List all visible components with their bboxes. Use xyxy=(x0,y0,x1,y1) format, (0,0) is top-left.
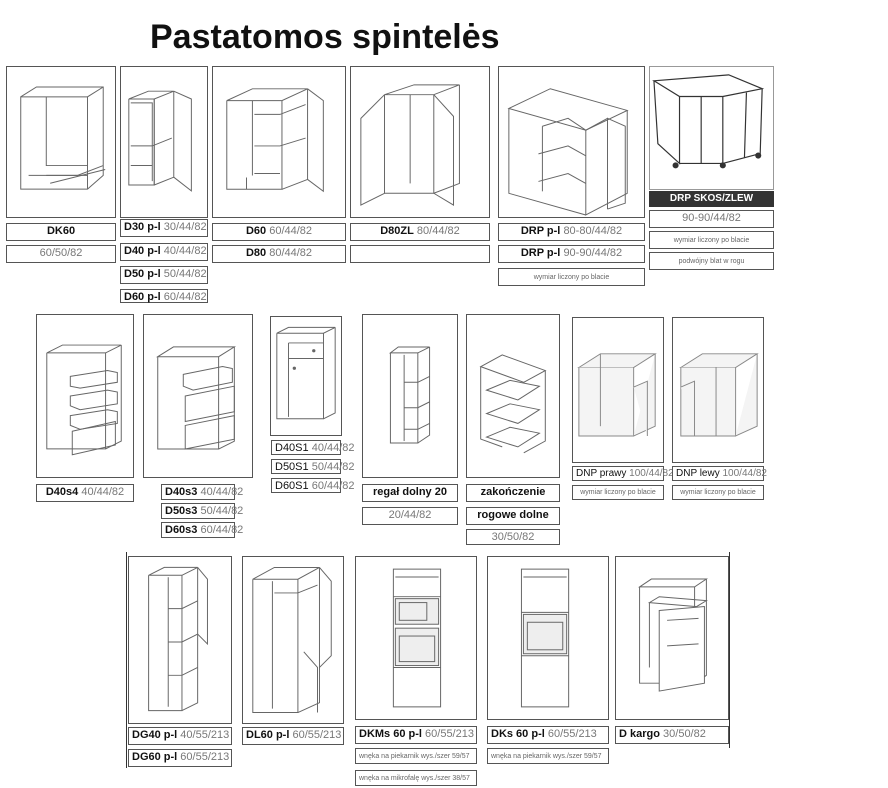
drp-skos-name: DRP SKOS/ZLEW xyxy=(649,191,774,207)
dkms60-name: DKMs 60 p-l 60/55/213 xyxy=(355,726,477,744)
dnp-lewy-note: wymiar liczony po blacie xyxy=(672,485,764,500)
d60-drawing xyxy=(212,66,346,218)
d80zl-empty xyxy=(350,245,490,263)
dks60-note-1: wnęka na piekarnik wys./szer 59/57 xyxy=(487,748,609,764)
dnp-lewy-drawing xyxy=(672,317,764,463)
d30-line-3: D50 p-l 50/44/82 xyxy=(120,266,208,284)
zakonczenie-name-2: rogowe dolne xyxy=(466,507,560,525)
dk60-drawing xyxy=(6,66,116,218)
dks60-name: DKs 60 p-l 60/55/213 xyxy=(487,726,609,744)
dnp-lewy-name: DNP lewy 100/44/82 xyxy=(672,466,767,481)
d80zl-name: D80ZL 80/44/82 xyxy=(350,223,490,241)
dl60-name: DL60 p-l 60/55/213 xyxy=(242,727,344,745)
d30-line-4: D60 p-l 60/44/82 xyxy=(120,289,208,303)
d40s3-line-2: D50s3 50/44/82 xyxy=(161,503,243,519)
dkms60-note-2: wnęka na mikrofalę wys./szer 38/57 xyxy=(355,770,477,786)
dk60-name: DK60 xyxy=(6,223,116,241)
d30-line-2: D40 p-l 40/44/82 xyxy=(120,243,208,261)
d30-drawing xyxy=(120,66,208,218)
dkargo-name: D kargo 30/50/82 xyxy=(615,726,729,744)
dnp-prawy-note: wymiar liczony po blacie xyxy=(572,485,664,500)
dkms60-note-1: wnęka na piekarnik wys./szer 59/57 xyxy=(355,748,477,764)
dk60-dims: 60/50/82 xyxy=(6,245,116,263)
divider-left xyxy=(126,552,127,768)
regal-name: regał dolny 20 xyxy=(362,484,458,502)
dnp-prawy-name: DNP prawy 100/44/82 xyxy=(572,466,674,481)
regal-dims: 20/44/82 xyxy=(362,507,458,525)
dg40-line-1: DG40 p-l 40/55/213 xyxy=(128,727,232,745)
dg40-line-2: DG60 p-l 60/55/213 xyxy=(128,749,232,767)
d30-line-1: D30 p-l 30/44/82 xyxy=(120,219,208,237)
dks60-drawing xyxy=(487,556,609,720)
zakonczenie-name-1: zakończenie xyxy=(466,484,560,502)
d40s4-drawing xyxy=(36,314,134,478)
d40s3-line-3: D60s3 60/44/82 xyxy=(161,522,243,538)
regal-drawing xyxy=(362,314,458,478)
drp-skos-drawing xyxy=(649,66,774,190)
d60-line-2: D80 80/44/82 xyxy=(212,245,346,263)
drp-skos-note-1: wymiar liczony po blacie xyxy=(649,231,774,249)
d40s1-line-1: D40S1 40/44/82 xyxy=(271,440,355,455)
page-title: Pastatomos spintelės xyxy=(150,18,500,56)
d80zl-drawing xyxy=(350,66,490,218)
dkargo-drawing xyxy=(615,556,729,720)
d40s4-name: D40s4 40/44/82 xyxy=(36,484,134,502)
dl60-drawing xyxy=(242,556,344,724)
drp-drawing xyxy=(498,66,645,218)
dnp-prawy-drawing xyxy=(572,317,664,463)
dkms60-drawing xyxy=(355,556,477,720)
d40s3-drawing xyxy=(143,314,253,478)
d40s1-line-2: D50S1 50/44/82 xyxy=(271,459,355,474)
dg40-drawing xyxy=(128,556,232,724)
drp-skos-dims: 90-90/44/82 xyxy=(649,210,774,228)
drp-note: wymiar liczony po blacie xyxy=(498,268,645,286)
d40s1-line-3: D60S1 60/44/82 xyxy=(271,478,355,493)
zakonczenie-drawing xyxy=(466,314,560,478)
d40s1-drawing xyxy=(270,316,342,436)
divider-right xyxy=(729,552,730,748)
drp-skos-note-2: podwójny blat w rogu xyxy=(649,252,774,270)
drp-line-2: DRP p-l 90-90/44/82 xyxy=(498,245,645,263)
d40s3-line-1: D40s3 40/44/82 xyxy=(161,484,243,500)
zakonczenie-dims: 30/50/82 xyxy=(466,529,560,545)
d60-line-1: D60 60/44/82 xyxy=(212,223,346,241)
drp-line-1: DRP p-l 80-80/44/82 xyxy=(498,223,645,241)
